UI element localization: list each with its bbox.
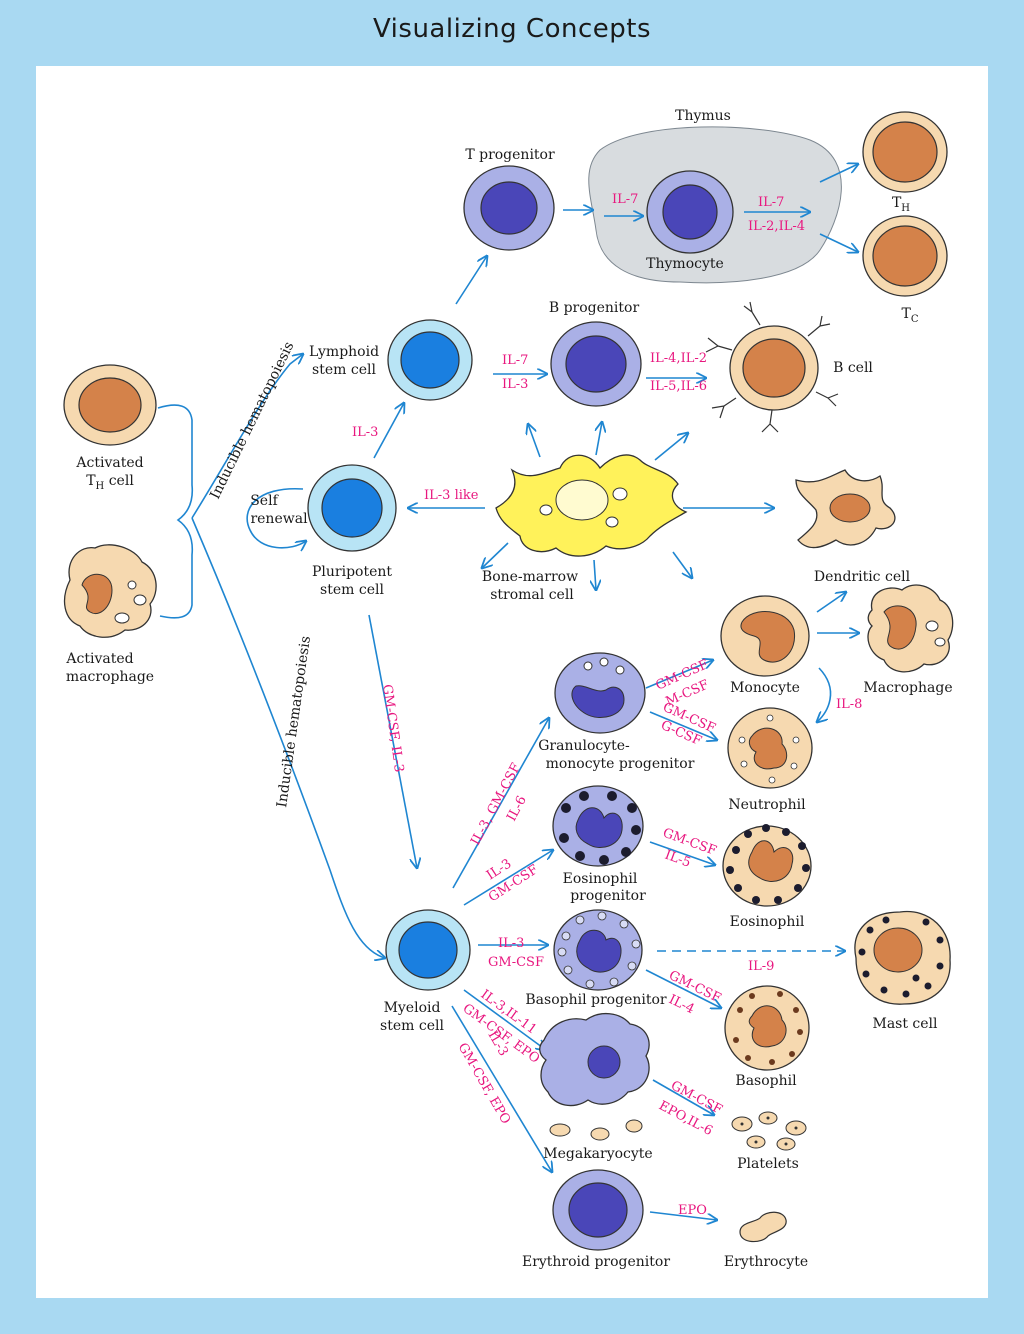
cytokine-il2-il4: IL-2,IL-4 [748, 219, 805, 234]
inducible-hematopoiesis-lower: Inducible hematopoiesis [274, 635, 314, 809]
stromal-label-2: stromal cell [490, 587, 574, 603]
platelets [731, 1111, 807, 1151]
inducible-hematopoiesis-upper: Inducible hematopoiesis [207, 339, 297, 502]
lymphoid-label-2: stem cell [312, 362, 376, 378]
activated-macrophage-label-1: Activated [65, 651, 133, 667]
gm-progenitor-cell [554, 652, 646, 734]
lymphoid-label-1: Lymphoid [309, 344, 379, 360]
th-label: TH [892, 195, 910, 214]
cytokine-il3-gmcsf-il6-b: IL-6 [504, 793, 530, 823]
cytokine-il4-baso: IL-4 [666, 992, 696, 1017]
activated-th-label-2: TH cell [86, 473, 134, 492]
pluripotent-label-2: stem cell [320, 582, 384, 598]
activated-macrophage-label-2: macrophage [66, 669, 154, 685]
cell-labels: Thymus T progenitor Thymocyte TH TC B pr… [65, 108, 952, 1270]
cytokine-il3-like: IL-3 like [424, 488, 479, 503]
b-progenitor-cell [550, 321, 642, 407]
mast-cell [854, 910, 951, 1005]
macrophage-cell [867, 584, 954, 673]
dendritic-cell [795, 469, 896, 549]
cytokine-il9: IL-9 [748, 959, 774, 974]
eosinophil-progenitor-cell [552, 785, 644, 867]
myeloid-label-1: Myeloid [384, 1000, 441, 1016]
basophil-label: Basophil [735, 1073, 797, 1089]
tc-label: TC [902, 306, 919, 325]
cytokine-il8: IL-8 [836, 697, 862, 712]
pluripotent-label-1: Pluripotent [312, 564, 392, 580]
myeloid-label-2: stem cell [380, 1018, 444, 1034]
thymus-label: Thymus [675, 108, 731, 124]
platelets-label: Platelets [737, 1156, 799, 1172]
eosinophil-cell [722, 824, 812, 907]
b-cell [705, 301, 839, 433]
lymphoid-stem-cell [387, 319, 473, 401]
neutrophil-cell [727, 707, 813, 789]
activated-th-cell [63, 364, 157, 446]
cytokine-il7-b: IL-7 [502, 353, 528, 368]
cytokine-il5-il6: IL-5,IL-6 [650, 379, 707, 394]
basophil-progenitor-label: Basophil progenitor [525, 992, 667, 1008]
self-renewal-label-2: renewal [250, 511, 308, 527]
cytokine-gmcsf-baso: GM-CSF [488, 955, 544, 970]
basophil-progenitor-cell [553, 909, 643, 991]
gm-progenitor-label-1: Granulocyte- [538, 738, 630, 754]
th-cell [862, 111, 948, 193]
arrows [157, 164, 859, 1220]
monocyte-cell [720, 595, 810, 677]
t-progenitor-label: T progenitor [465, 147, 555, 163]
pluripotent-stem-cell [307, 464, 397, 552]
mast-cell-label: Mast cell [872, 1016, 938, 1032]
b-progenitor-label: B progenitor [549, 300, 640, 316]
page-title: Visualizing Concepts [372, 14, 652, 44]
self-renewal-label-1: Self [250, 493, 279, 509]
cytokine-il7-thymus: IL-7 [612, 192, 638, 207]
erythroid-progenitor-cell [552, 1169, 644, 1251]
header: Visualizing Concepts [0, 0, 1024, 64]
b-cell-label: B cell [833, 360, 873, 376]
megakaryocyte-label: Megakaryocyte [543, 1146, 652, 1162]
erythroid-progenitor-label: Erythroid progenitor [522, 1254, 670, 1270]
stromal-cell [495, 454, 688, 557]
activated-th-label-1: Activated [75, 455, 143, 471]
diagram-panel [36, 66, 988, 1298]
cytokine-il3-lymphoid: IL-3 [352, 425, 378, 440]
cytokine-il7-out: IL-7 [758, 195, 784, 210]
t-progenitor-cell [463, 165, 555, 251]
cytokine-epo: EPO [678, 1203, 707, 1218]
basophil-cell [724, 985, 810, 1071]
stromal-label-1: Bone-marrow [482, 569, 578, 585]
monocyte-label: Monocyte [730, 680, 800, 696]
eosinophil-progenitor-label-1: Eosinophil [563, 871, 638, 887]
cytokine-gmcsf-il3: GM-CSF, IL-3 [379, 683, 406, 773]
cytokine-il5: IL-5 [663, 848, 693, 871]
dendritic-label: Dendritic cell [814, 569, 911, 585]
erythrocyte-cell [739, 1211, 787, 1243]
gm-progenitor-label-2: monocyte progenitor [546, 756, 695, 772]
eosinophil-label: Eosinophil [730, 914, 805, 930]
cytokine-il3-b: IL-3 [502, 377, 528, 392]
thymocyte-cell [646, 170, 734, 254]
tc-cell [862, 215, 948, 297]
thymocyte-label: Thymocyte [646, 256, 724, 272]
neutrophil-label: Neutrophil [728, 797, 806, 813]
megakaryocyte-cell [539, 1013, 650, 1141]
macrophage-label: Macrophage [863, 680, 952, 696]
eosinophil-progenitor-label-2: progenitor [570, 888, 646, 904]
activated-macrophage-cell [63, 544, 157, 638]
myeloid-stem-cell [385, 909, 471, 991]
cytokine-il3-baso: IL-3 [498, 936, 524, 951]
cytokine-il4-il2: IL-4,IL-2 [650, 351, 707, 366]
erythrocyte-label: Erythrocyte [724, 1254, 808, 1270]
